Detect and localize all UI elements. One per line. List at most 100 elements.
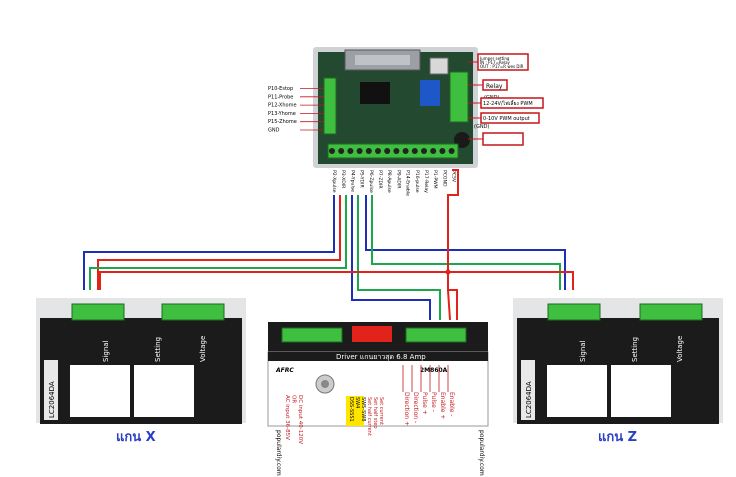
center-yellow-label: DSS-SSS1 bbox=[348, 397, 354, 422]
center-setting-label: Set current bbox=[378, 397, 384, 425]
driver-z-table-1 bbox=[547, 365, 607, 417]
center-driver-label-plate bbox=[267, 351, 489, 427]
center-input-label: AC input 36-85V bbox=[284, 395, 290, 440]
terminal-screw bbox=[375, 148, 381, 154]
wire-center-blue bbox=[351, 195, 431, 320]
jumper-line-3: OUT : P17=R wes DIR bbox=[480, 64, 524, 69]
driver-x: LC2064DA Signal Setting Voltage bbox=[36, 298, 246, 424]
driver-z-model: LC2064DA bbox=[525, 381, 533, 418]
breakout-bottom-pin-label: P7-ZDIR bbox=[377, 170, 383, 189]
driver-z-power-terminal bbox=[639, 303, 703, 321]
center-website-left: populardiy.com bbox=[275, 430, 282, 476]
wire-z-blue bbox=[365, 195, 566, 290]
wire-5v-to-center-2 bbox=[447, 289, 451, 321]
center-website-right: populardiy.com bbox=[478, 430, 485, 476]
center-driver-title: Driver แกนยาวสุด 6.8 Amp bbox=[336, 353, 426, 361]
center-driver-power-terminal bbox=[281, 327, 343, 343]
wire-x-green bbox=[89, 195, 347, 290]
driver-x-voltage-label: Voltage bbox=[199, 336, 207, 362]
center-yellow-label: SW4 bbox=[354, 397, 360, 408]
breakout-bottom-pin-label: P8-Apulse bbox=[386, 170, 392, 193]
center-driver-model: 2M860A bbox=[420, 367, 448, 374]
wire-5v-to-z bbox=[448, 271, 574, 290]
terminal-screw bbox=[365, 148, 372, 154]
right-callouts: Jumper setting IN : P17=Relay OUT : P17=… bbox=[468, 53, 544, 146]
setting-highlight-box bbox=[346, 396, 364, 426]
caption-x-axis: แกน X bbox=[116, 430, 156, 445]
left-terminal-block bbox=[323, 77, 337, 135]
usb-port bbox=[429, 57, 449, 75]
driver-center: Driver แกนยาวสุด 6.8 Amp 2M860A AFRC pop… bbox=[267, 322, 489, 476]
terminal-screw bbox=[347, 148, 354, 154]
driver-x-signal-label: Signal bbox=[102, 340, 110, 362]
driver-z-signal-label: Signal bbox=[579, 340, 587, 362]
terminal-screw bbox=[448, 148, 455, 154]
driver-z: LC2064DA Signal Setting Voltage bbox=[513, 298, 723, 424]
junction-dot bbox=[445, 269, 451, 275]
driver-x-signal-terminal bbox=[71, 303, 125, 321]
jumper-line-1: Jumper setting bbox=[479, 56, 510, 61]
motor-shaft-icon bbox=[321, 380, 329, 388]
center-signal-label: Direction + bbox=[403, 392, 410, 426]
terminal-screw bbox=[430, 148, 437, 154]
breakout-board: P10-EstopP11-ProbeP12-XhomeP13-YhomeP15-… bbox=[268, 47, 544, 196]
driver-z-table-2 bbox=[611, 365, 671, 417]
breakout-bottom-pin-label: PC5V bbox=[451, 170, 457, 183]
wire-x-red bbox=[97, 195, 341, 290]
breakout-bottom-pin-label: P14-Enable bbox=[405, 170, 411, 196]
pwm-out-label: 0-10V PWM output bbox=[483, 116, 530, 122]
terminal-screw bbox=[356, 148, 363, 154]
driver-z-model-plate bbox=[521, 360, 535, 420]
ic-chip bbox=[360, 82, 390, 104]
wire-z-green bbox=[371, 195, 561, 290]
wires bbox=[83, 169, 574, 321]
breakout-left-pin-label: P10-Estop bbox=[268, 86, 293, 92]
relay-label: Relay bbox=[486, 83, 503, 90]
breakout-bottom-pin-label: P9-ADIR bbox=[395, 170, 401, 189]
terminal-screw bbox=[393, 148, 400, 154]
relay-component bbox=[420, 80, 440, 106]
breakout-left-pin-label: P15-Zhome bbox=[268, 119, 297, 125]
center-driver-dip-switch bbox=[352, 326, 392, 342]
breakout-bottom-pin-label: P5-YDIR bbox=[359, 170, 365, 189]
center-input-label: DC input 40-120V bbox=[297, 395, 303, 444]
driver-x-setting-label: Setting bbox=[154, 337, 162, 362]
center-signal-label: Pulse + bbox=[421, 392, 428, 415]
wire-5v-to-x bbox=[99, 169, 459, 290]
terminal-screw bbox=[384, 148, 391, 154]
wire-center-green bbox=[357, 195, 441, 320]
driver-x-table-2 bbox=[134, 365, 194, 417]
terminal-screw bbox=[329, 148, 335, 154]
center-setting-label: Set half current bbox=[366, 397, 372, 436]
terminal-screw bbox=[411, 148, 418, 154]
terminal-screw bbox=[439, 148, 446, 154]
center-driver-signal-terminal bbox=[405, 327, 467, 343]
terminal-screw bbox=[402, 148, 409, 154]
driver-x-power-terminal bbox=[161, 303, 225, 321]
db25-pins bbox=[355, 55, 410, 65]
terminal-screw bbox=[338, 148, 345, 154]
empty-callout-box bbox=[482, 132, 524, 146]
center-driver-title-bar bbox=[268, 352, 488, 361]
breakout-bottom-pin-label: P6-Zpulse bbox=[368, 170, 374, 193]
center-signal-label: Enable - bbox=[448, 392, 455, 417]
center-signal-label: Direction - bbox=[412, 392, 419, 423]
breakout-bottom-pin-label: P1-PWM bbox=[432, 170, 438, 189]
driver-z-signal-terminal bbox=[547, 303, 601, 321]
breakout-bottom-pin-label: PCGND bbox=[441, 170, 447, 187]
breakout-bottom-pin-label: P4-Ypulse bbox=[349, 170, 355, 192]
center-signal-label: Enable + bbox=[439, 392, 446, 419]
caption-z-axis: แกน Z bbox=[598, 430, 637, 445]
terminal-screw bbox=[421, 148, 427, 154]
breakout-bottom-pin-label: P16-pulse bbox=[414, 170, 420, 193]
breakout-left-pin-label: P13-Yhome bbox=[268, 111, 296, 117]
gnd-label-2: (GND) bbox=[474, 124, 489, 130]
driver-z-setting-label: Setting bbox=[631, 337, 639, 362]
center-signal-label: Pulse - bbox=[430, 392, 437, 412]
breakout-left-pin-label: P12-Xhome bbox=[268, 103, 297, 109]
wire-x-blue bbox=[83, 195, 335, 290]
center-yellow-label: SW5-SW8 bbox=[360, 397, 366, 421]
driver-z-voltage-label: Voltage bbox=[676, 336, 684, 362]
center-setting-label: Set half step bbox=[372, 397, 378, 429]
